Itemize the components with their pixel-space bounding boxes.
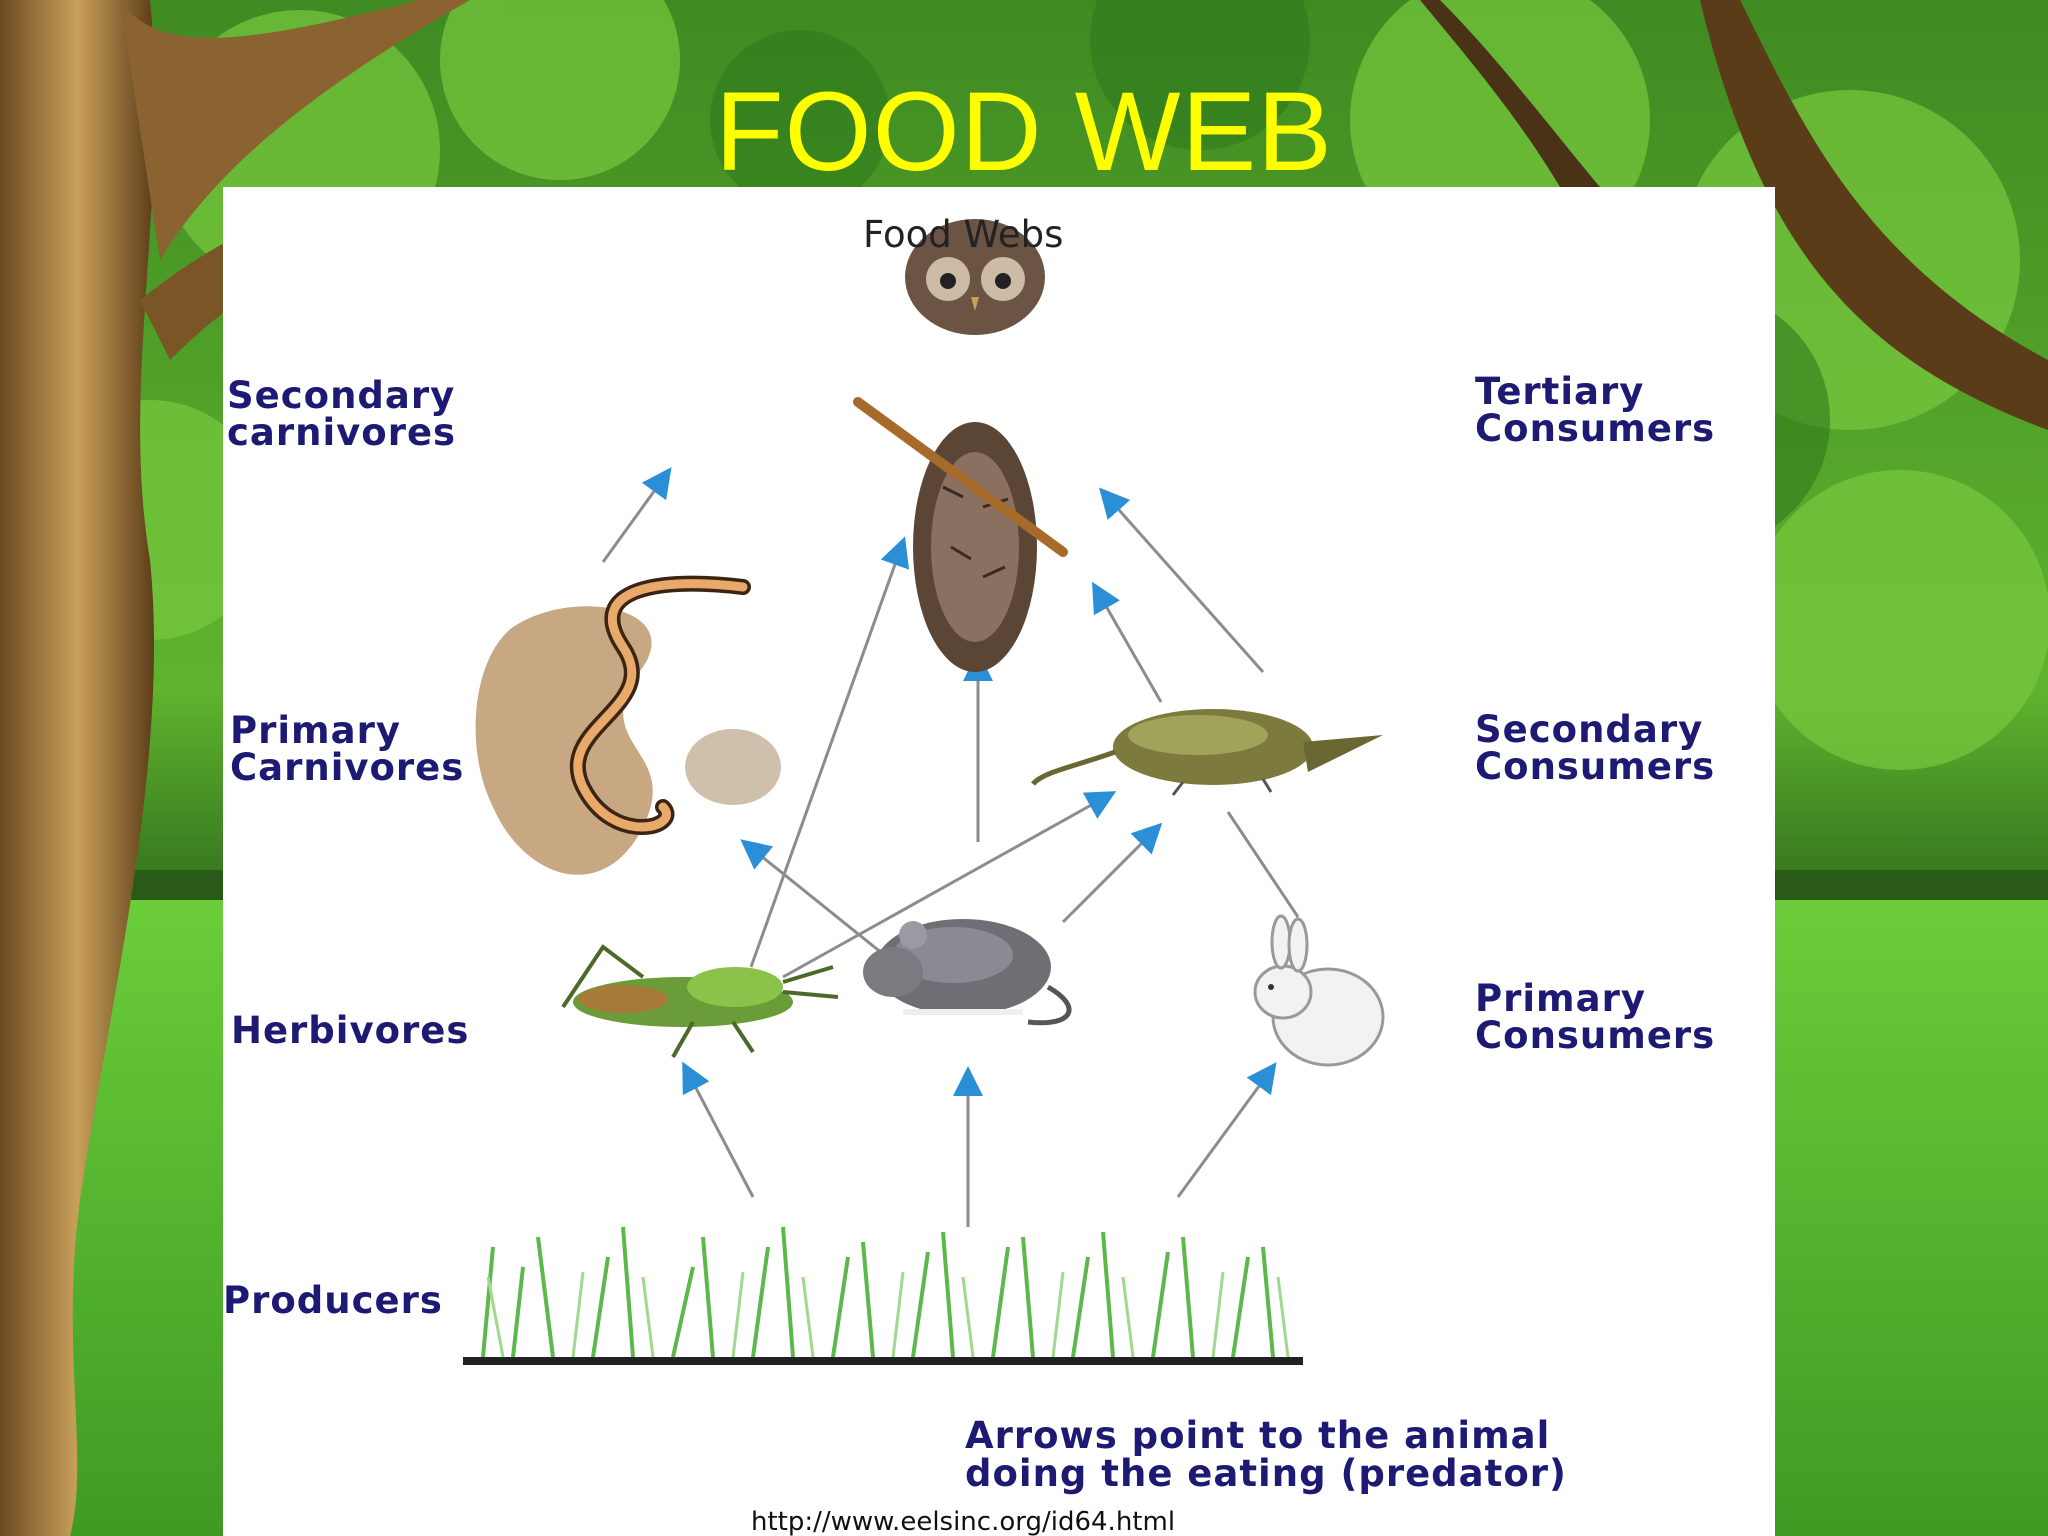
diagram-canvas [463,219,1385,1365]
snake-illustration [475,575,781,875]
mouse-illustration [863,919,1072,1026]
arrow-grasshopper-to-owl [749,536,910,968]
arrow-rabbit-to-owl [1099,487,1265,673]
label-secondary-consumers: Secondary Consumers [1475,708,1716,788]
label-primary-consumers: Primary Consumers [1475,977,1716,1057]
arrow-shrew-to-owl [1092,581,1163,703]
label-secondary-carnivores: Secondary carnivores [227,374,457,454]
slide-title: FOOD WEB [715,69,1333,194]
rabbit-illustration [1253,914,1385,1067]
owl-illustration [853,219,1068,672]
grasshopper-illustration [561,944,839,1058]
arrow-rabbit-to-shrew [1226,811,1300,918]
arrow-snake-to-owl [601,467,672,563]
arrow-mouse-to-snake [740,839,894,964]
arrow-mouse-to-shrew [1061,822,1163,924]
arrow-grass-to-rabbit [1176,1062,1277,1198]
food-web-diagram: Food Webs Secondary carnivores Primary C… [223,187,1775,1536]
arrow-grasshopper-to-shrew [782,791,1117,979]
arrow-direction-note: Arrows point to the animal doing the eat… [965,1414,1567,1495]
label-tertiary-consumers: Tertiary Consumers [1475,370,1716,450]
label-herbivores: Herbivores [231,1009,470,1052]
label-primary-carnivores: Primary Carnivores [230,709,465,789]
shrew-illustration [1031,709,1383,796]
source-url: http://www.eelsinc.org/id64.html [751,1507,1176,1536]
grass-illustration [463,1226,1303,1365]
arrow-grass-to-grasshopper [682,1061,755,1198]
diagram-title: Food Webs [863,213,1064,256]
label-producers: Producers [223,1279,443,1322]
